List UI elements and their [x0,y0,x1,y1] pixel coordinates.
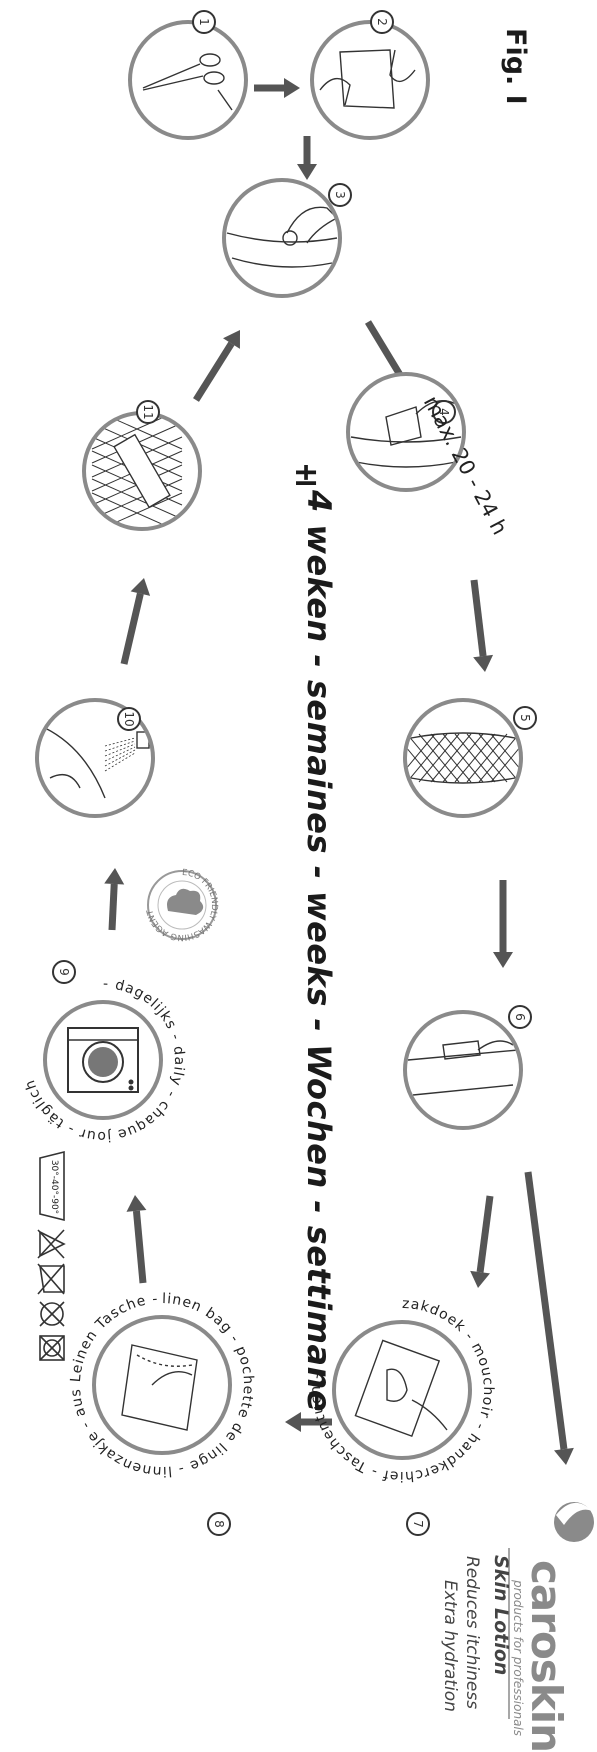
flow-arrow-head [493,952,513,968]
step-6: 6 [403,1005,532,1130]
product-claim-itchiness: Reduces itchiness [462,1556,482,1710]
flow-arrow-head [223,330,240,349]
netting-on-leg-icon [407,732,519,784]
step-9: 9- dagelijks - daily - chaque jour - täg… [22,960,186,1144]
product-claim-hydration: Extra hydration [440,1580,460,1712]
flow-arrow-shaft [470,579,487,657]
no-dry-clean-icon [40,1302,64,1326]
linen-bag-icon [121,1344,198,1431]
flow-arrow-head [285,1412,301,1432]
step-9-badge [52,960,76,984]
flow-arrow-head [473,654,494,672]
wash-temperature-icon [39,1150,65,1222]
step-10-badge [117,707,141,731]
step-4-badge [432,400,456,424]
step-7-badge [406,1512,430,1536]
eco-friendly-badge: ECO FRIENDLY WASHING AGENT [145,868,219,942]
plus-minus-sign: ± [287,455,325,493]
step-2-badge [370,10,394,34]
step-10: 10 [35,698,155,818]
figure-label: Fig. I [500,28,531,105]
step-6-badge [508,1005,532,1029]
wash-temperatures: 30°-40°-90° [49,1160,59,1214]
flow-arrow-head [470,1270,490,1288]
flow-arrow-head [130,578,151,596]
step-1-badge [192,10,216,34]
step-2: 2 [310,10,430,140]
step-2-number: 2 [375,18,389,26]
no-bleach-icon [39,1230,66,1258]
step-6-number: 6 [513,1013,527,1021]
step-7-circle [332,1320,472,1460]
flow-arrow-head [126,1195,147,1212]
flow-arrow-shaft [132,1210,147,1284]
flow-arrow-head [104,868,125,885]
flow-arrow-shaft [108,883,118,931]
flow-arrow-head [554,1447,574,1465]
caroskin-logo-mark [508,1502,594,1719]
step-3-badge [328,183,352,207]
hand-applying-dressing-icon [350,400,462,468]
step-7-number: 7 [411,1520,425,1528]
step-11: 11 [82,400,202,531]
handkerchief-icon [354,1339,448,1438]
flow-arrow-head [297,164,317,180]
step-8-circle [92,1315,232,1455]
no-iron-icon [39,1265,65,1293]
step-5-number: 5 [518,714,532,722]
duration-text: 4 weken - semaines - weeks - Wochen - se… [300,490,338,1413]
step-3-number: 3 [333,191,347,199]
step-11-badge [136,400,160,424]
step-4-number: 4 [437,408,451,416]
step-6-circle [403,1010,523,1130]
step-3-circle [222,178,342,298]
hand-removing-dressing-icon [407,1040,519,1096]
hands-opening-package-icon [319,49,416,109]
flow-arrow-shaft [476,1195,494,1273]
flow-arrow-shaft [524,1171,568,1450]
flow-arrow-shaft [120,592,144,665]
hand-applying-lotion-icon [226,206,338,268]
tree-icon [167,888,204,915]
scissors-cutting-dressing-icon [142,53,233,111]
step-4: 4 [346,372,466,492]
step-9-number: 9 [57,968,71,976]
flow-arrow-shaft [193,341,235,402]
step-10-number: 10 [122,711,136,726]
step-1: 1 [128,10,248,140]
product-name: Skin Lotion [490,1555,512,1676]
step-8-badge [207,1512,231,1536]
step-8-number: 8 [212,1520,226,1528]
step-5-badge [513,706,537,730]
wash-care-symbols: 30°-40°-90° [37,1150,66,1361]
no-tumble-dry-icon [39,1335,65,1361]
spray-on-cloth-icon [44,727,150,799]
step-2-circle [310,20,430,140]
washing-machine-icon [67,1027,139,1093]
step-1-number: 1 [197,18,211,26]
step-3: 3 [222,178,352,298]
flow-arrow-head [284,78,300,98]
step-4-circle [346,372,466,492]
brand-tagline: products for professionals [511,1580,525,1737]
step-11-number: 11 [141,404,155,419]
brand-logo: caroskin [522,1560,571,1752]
step-5: 5 [403,698,537,818]
